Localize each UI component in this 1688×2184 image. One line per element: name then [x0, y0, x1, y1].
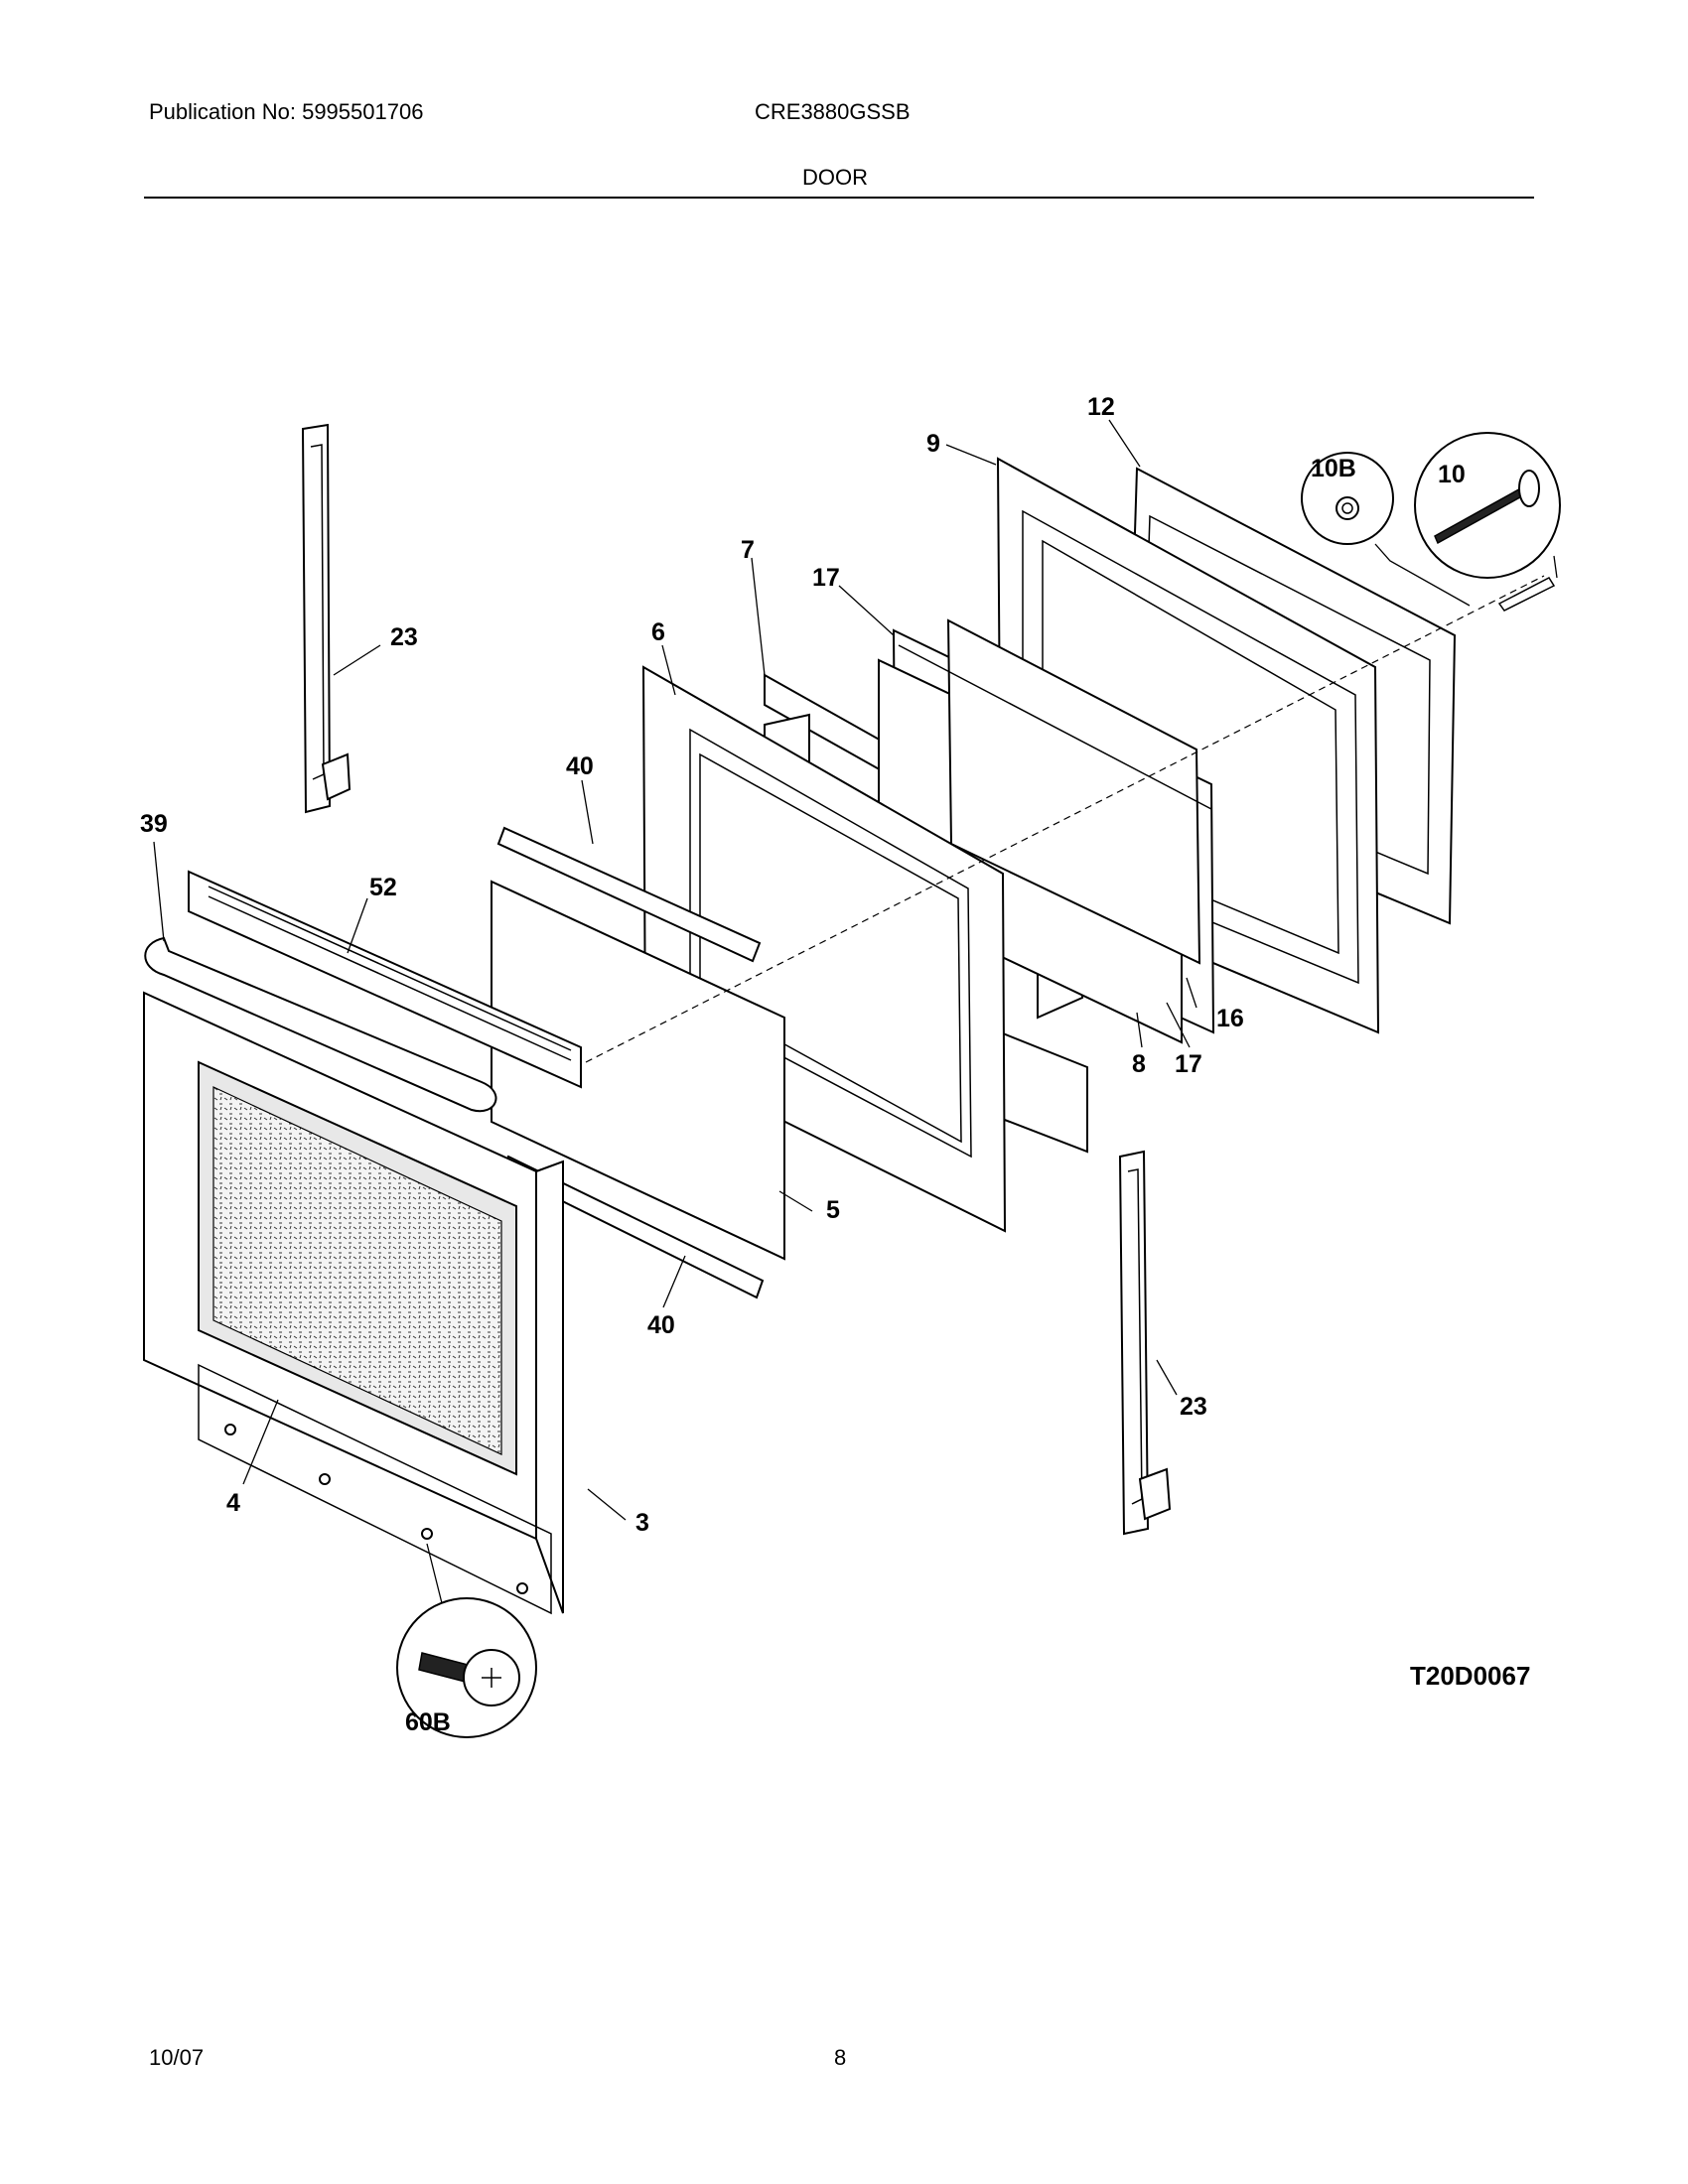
assembly-centerline [585, 575, 1545, 1063]
leader-lines [153, 419, 1197, 1604]
part-40-top-channel [496, 826, 762, 963]
callout-10: 10 [1438, 461, 1466, 488]
section-title: DOOR [802, 165, 868, 190]
callout-9: 9 [926, 430, 940, 458]
model-number: CRE3880GSSB [755, 99, 911, 124]
callout-4: 4 [226, 1489, 240, 1517]
footer-date: 10/07 [149, 2045, 205, 2070]
callout-12: 12 [1087, 393, 1115, 421]
publication-number: Publication No: 5995501706 [149, 99, 424, 124]
callout-8: 8 [1132, 1050, 1146, 1078]
callout-23-upper: 23 [390, 623, 418, 651]
callout-17-top: 17 [812, 564, 840, 592]
part-23-upper-hinge [301, 423, 352, 814]
part-39-handle [144, 936, 497, 1113]
part-3-outer-door [143, 991, 564, 1615]
callout-39: 39 [140, 810, 168, 838]
part-23-lower-hinge [1118, 1150, 1172, 1536]
part-10-screw-detail [1414, 432, 1561, 612]
callout-3: 3 [635, 1509, 649, 1537]
callout-52: 52 [369, 874, 397, 901]
part-10b-washer-detail [1301, 452, 1471, 607]
callout-10b: 10B [1311, 455, 1356, 482]
callout-17-bottom: 17 [1175, 1050, 1202, 1078]
callout-7: 7 [741, 536, 755, 564]
screws [224, 1424, 528, 1594]
part-52-top-trim [188, 870, 582, 1089]
part-60b-screw-detail [396, 1597, 537, 1738]
diagram-code: T20D0067 [1410, 1661, 1530, 1691]
part-17-8-16-glass-pack [878, 618, 1215, 1044]
callout-5: 5 [826, 1196, 840, 1224]
callout-6: 6 [651, 618, 665, 646]
header-divider [144, 197, 1534, 199]
callout-60b: 60B [405, 1708, 451, 1736]
callout-40-top: 40 [566, 752, 594, 780]
footer-page-number: 8 [834, 2045, 847, 2070]
callout-16: 16 [1216, 1005, 1244, 1032]
callout-23-lower: 23 [1180, 1393, 1207, 1421]
callout-40-bottom: 40 [647, 1311, 675, 1339]
